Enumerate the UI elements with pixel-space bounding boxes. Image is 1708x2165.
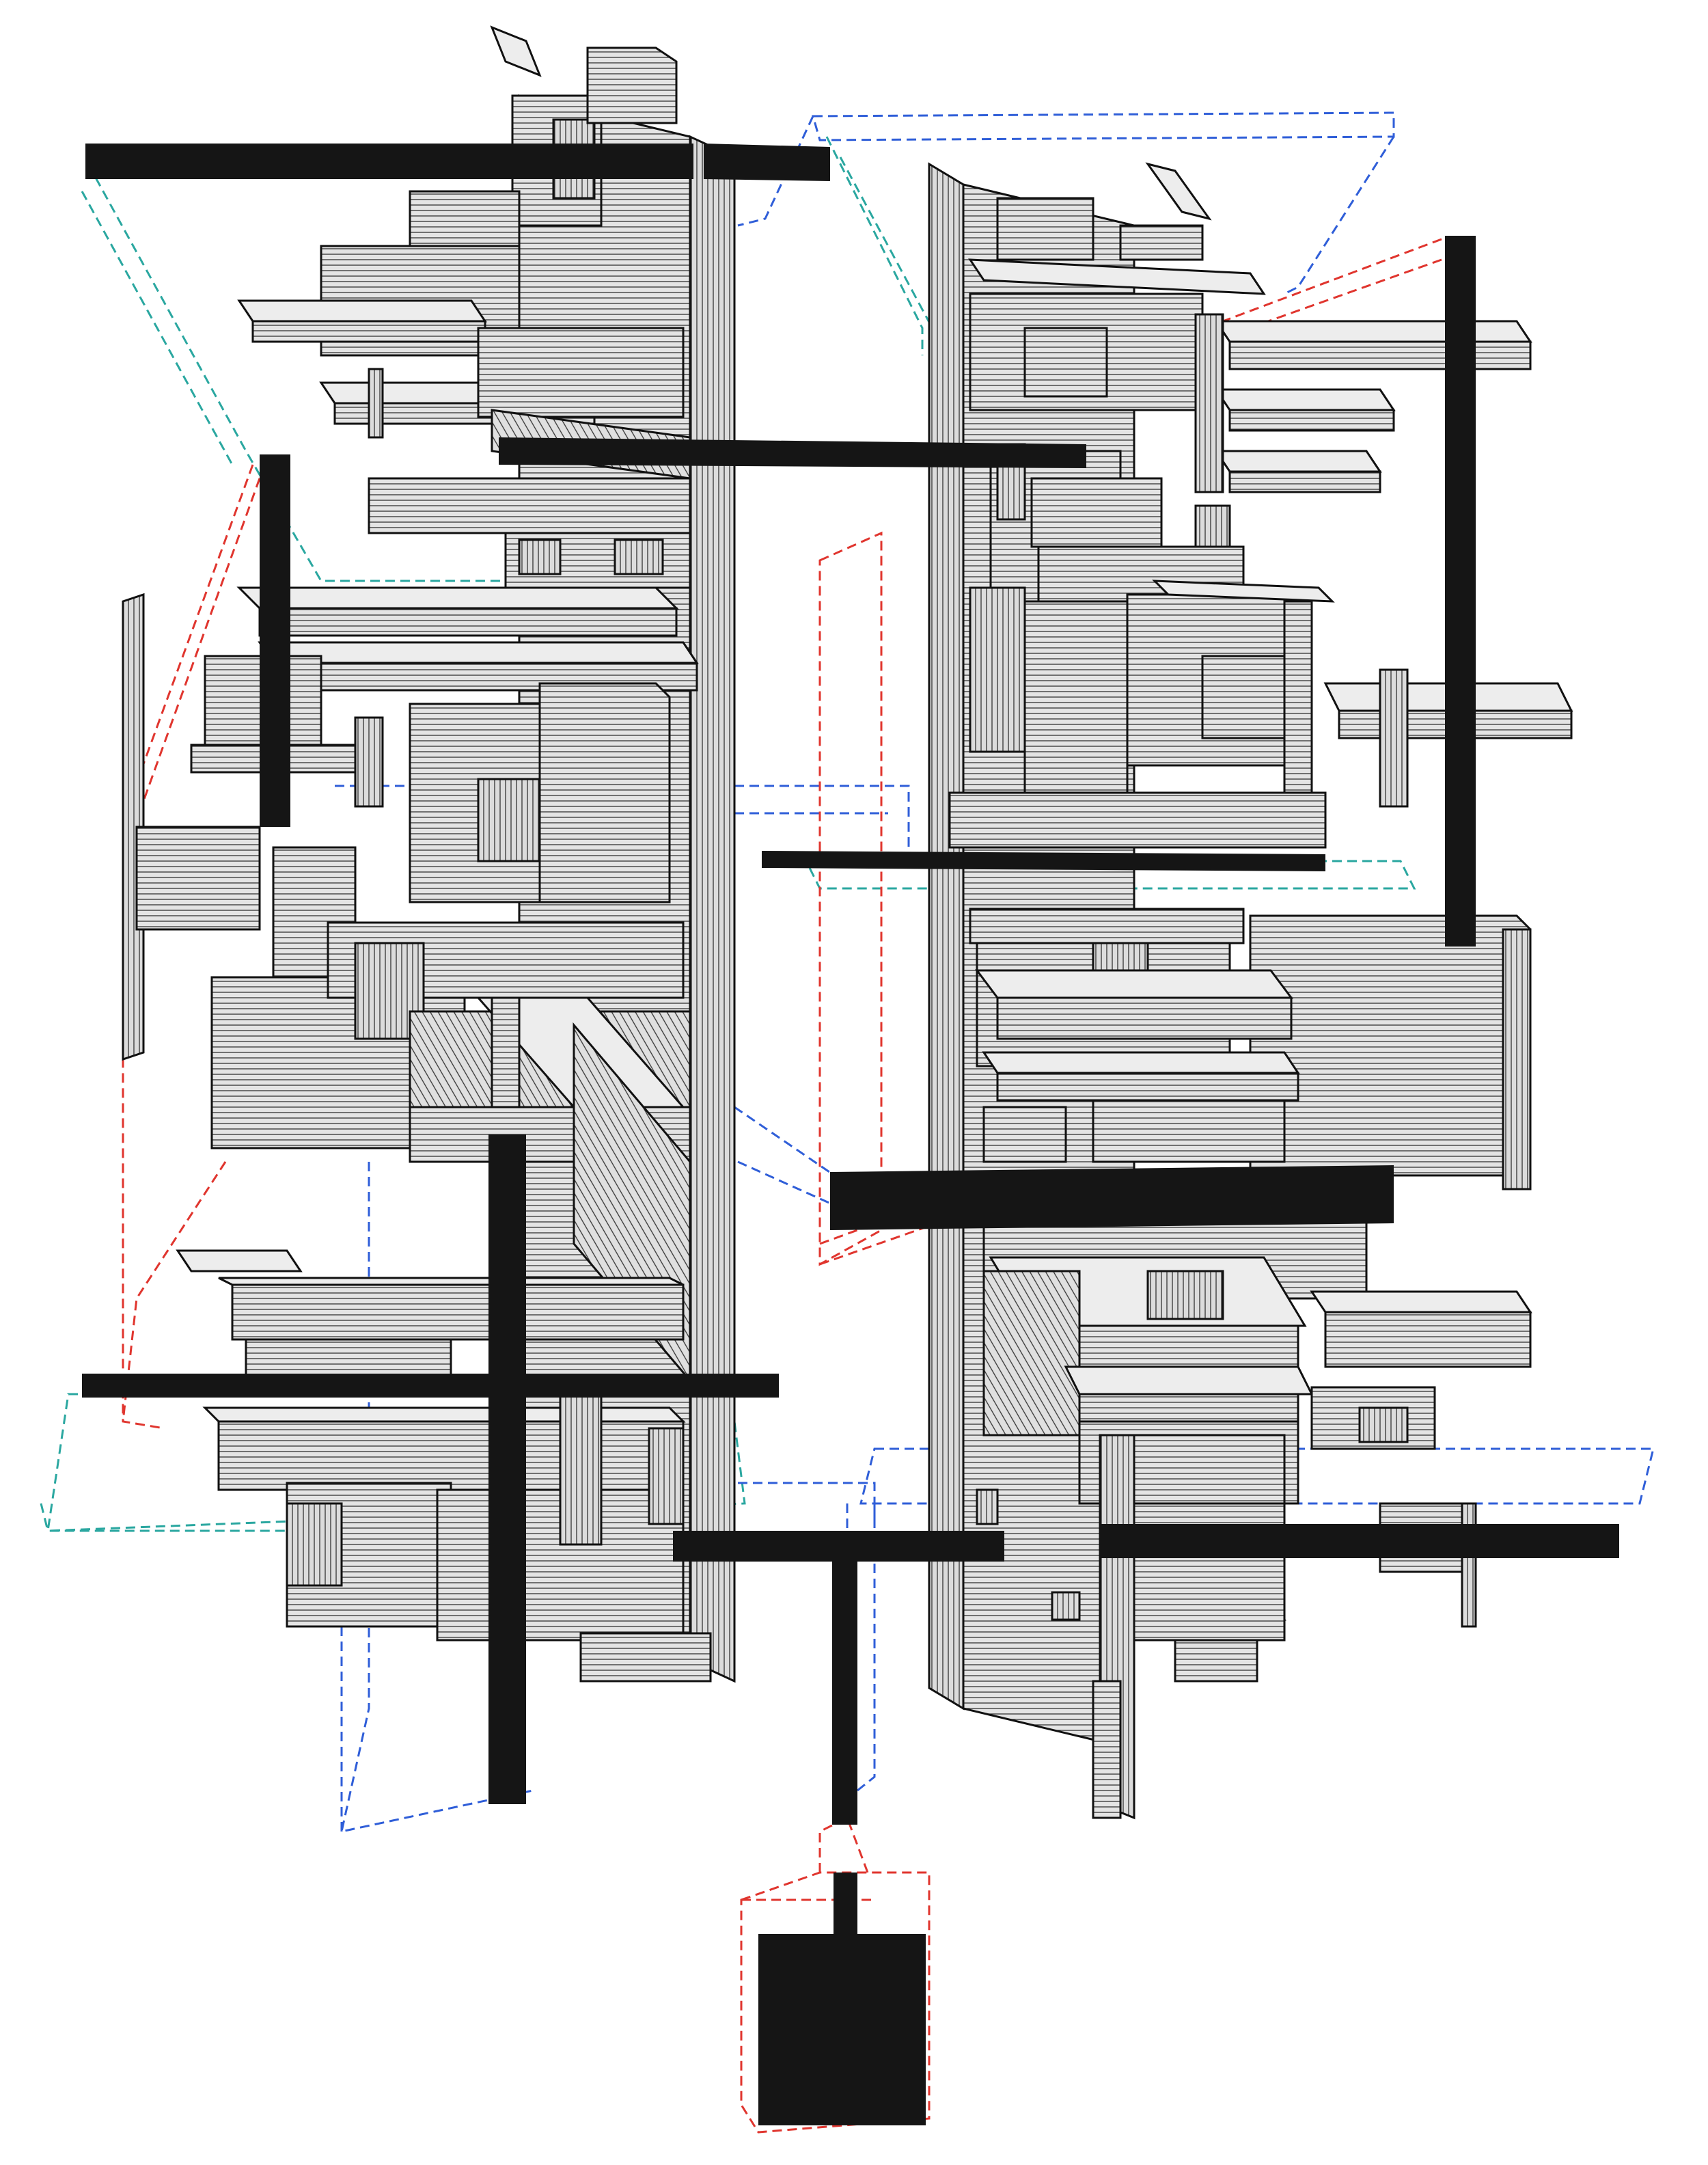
beam-left-vertical <box>260 454 290 827</box>
beam-pendant-stub <box>834 1873 857 1941</box>
right-tower-spine <box>928 162 965 1711</box>
beam-lower-short <box>673 1531 1004 1562</box>
beam-right-vertical <box>1445 236 1476 947</box>
beam-top-left <box>85 144 693 179</box>
beam-lower-right <box>1100 1524 1619 1558</box>
beam-middle <box>762 851 1325 871</box>
beam-top-right <box>704 144 830 181</box>
beam-lower-vertical <box>488 1134 526 1804</box>
black-beams <box>82 144 1619 2125</box>
beam-lower-left <box>82 1374 779 1398</box>
beam-heavy-mid <box>830 1165 1394 1230</box>
left-tower <box>122 25 736 1683</box>
right-tower <box>928 162 1573 1820</box>
beam-upper-mid <box>499 437 1086 468</box>
left-tower-spine <box>689 135 736 1683</box>
base-block <box>758 1934 926 2125</box>
beam-pendant <box>832 1558 857 1825</box>
